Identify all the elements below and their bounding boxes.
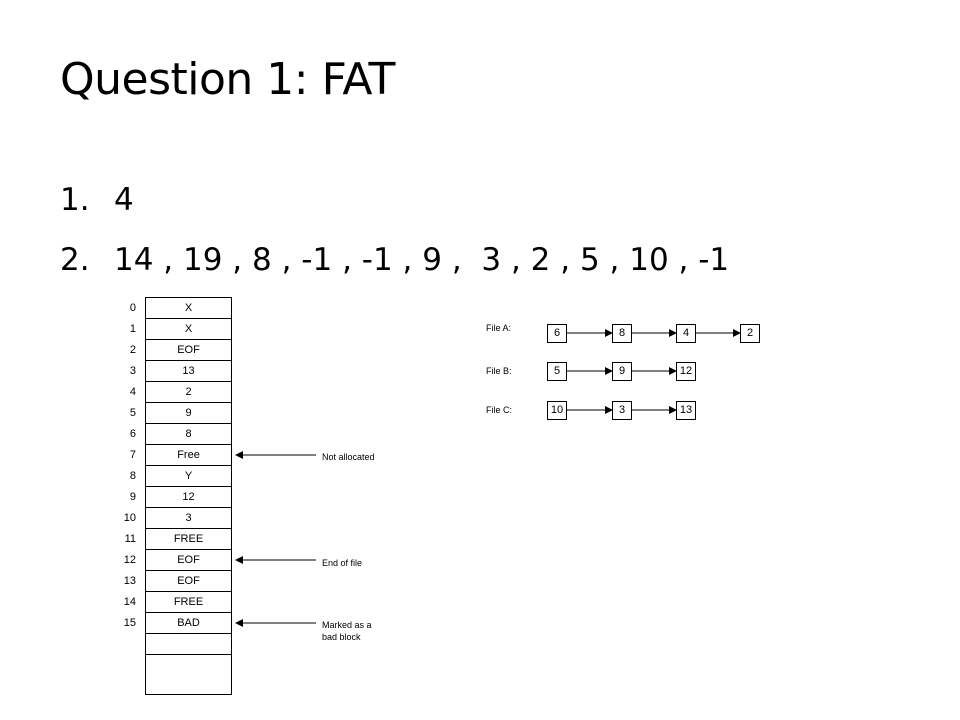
file-c-label: File C: — [486, 405, 513, 415]
fat-index: 12 — [123, 554, 136, 566]
file-a-block: 4 — [676, 324, 696, 343]
file-a-block: 6 — [547, 324, 567, 343]
answer-2-text: 14 , 19 , 8 , -1 , -1 , 9 , 3 , 2 , 5 , … — [114, 242, 730, 278]
answer-1: 1.4 — [60, 185, 134, 216]
fat-entry: FREE — [146, 529, 231, 550]
answer-2-number: 2. — [60, 242, 90, 278]
answer-1-text: 4 — [114, 182, 134, 218]
fat-entry: EOF — [146, 571, 231, 592]
file-a-label: File A: — [486, 323, 512, 333]
fat-index: 13 — [123, 575, 136, 587]
file-c-block: 13 — [676, 401, 696, 420]
fat-index: 1 — [129, 323, 136, 335]
fat-index: 8 — [129, 470, 136, 482]
fat-entry: EOF — [146, 550, 231, 571]
fat-index: 6 — [129, 428, 136, 440]
file-b-label: File B: — [486, 366, 512, 376]
fat-empty-row — [146, 634, 231, 655]
fat-index: 4 — [129, 386, 136, 398]
fat-entry: 3 — [146, 508, 231, 529]
fat-entry: Free — [146, 445, 231, 466]
fat-index: 9 — [129, 491, 136, 503]
fat-entry: EOF — [146, 340, 231, 361]
fat-entry: 13 — [146, 361, 231, 382]
file-a-block: 2 — [740, 324, 760, 343]
annotation-not-allocated: Not allocated — [322, 452, 375, 462]
fat-entry: 9 — [146, 403, 231, 424]
fat-entry: 8 — [146, 424, 231, 445]
fat-entry: 12 — [146, 487, 231, 508]
fat-index: 5 — [129, 407, 136, 419]
fat-entry: 2 — [146, 382, 231, 403]
fat-entry: BAD — [146, 613, 231, 634]
answer-1-number: 1. — [60, 182, 90, 218]
answer-2: 2. 14 , 19 , 8 , -1 , -1 , 9 , 3 , 2 , 5 … — [60, 245, 729, 276]
file-a-block: 8 — [612, 324, 632, 343]
fat-index: 7 — [129, 449, 136, 461]
fat-index: 15 — [123, 617, 136, 629]
annotation-bad-block: Marked as a bad block — [322, 620, 372, 642]
fat-index: 2 — [129, 344, 136, 356]
fat-table: X X EOF 13 2 9 8 Free Y 12 3 FREE EOF EO… — [145, 297, 232, 695]
fat-index: 3 — [129, 365, 136, 377]
fat-entry: X — [146, 298, 231, 319]
fat-index: 0 — [129, 302, 136, 314]
file-b-block: 12 — [676, 362, 696, 381]
fat-entry: FREE — [146, 592, 231, 613]
fat-index: 11 — [124, 533, 136, 545]
fat-index: 14 — [123, 596, 136, 608]
fat-index: 10 — [123, 512, 136, 524]
file-b-block: 9 — [612, 362, 632, 381]
slide-title: Question 1: FAT — [60, 54, 395, 105]
fat-entry: Y — [146, 466, 231, 487]
file-c-block: 3 — [612, 401, 632, 420]
file-c-block: 10 — [547, 401, 567, 420]
fat-entry: X — [146, 319, 231, 340]
annotation-end-of-file: End of file — [322, 558, 363, 568]
file-b-block: 5 — [547, 362, 567, 381]
